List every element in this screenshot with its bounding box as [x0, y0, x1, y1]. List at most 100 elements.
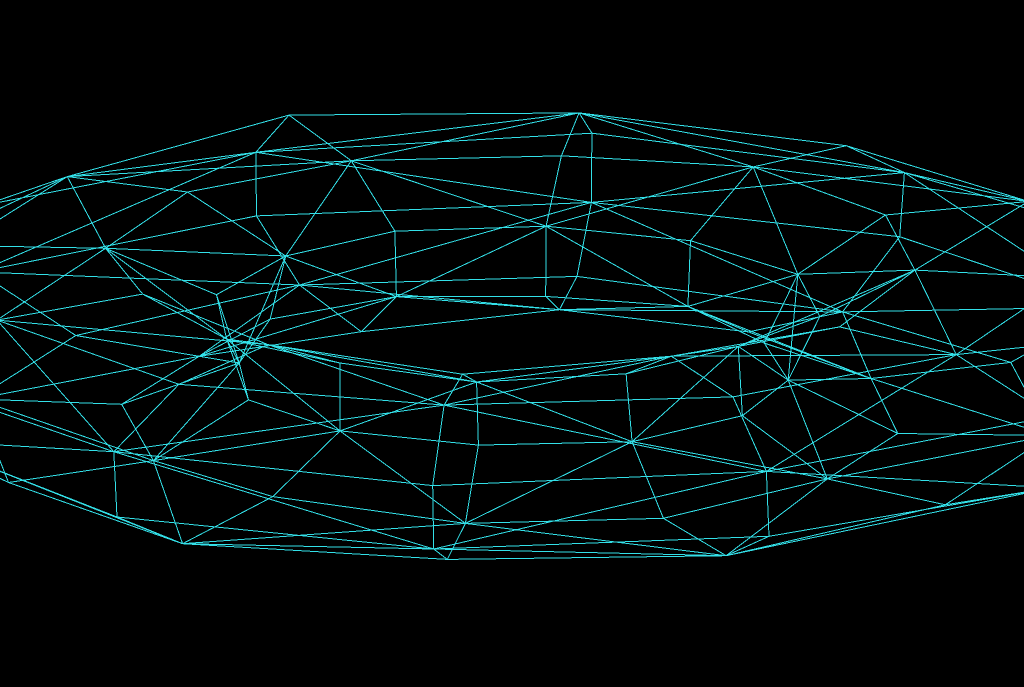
mesh-edge-diagonal — [725, 493, 1024, 557]
mesh-edge-ring — [394, 225, 547, 232]
mesh-edge-tube — [846, 145, 905, 174]
mesh-edge-ring — [339, 430, 479, 446]
mesh-edge-ring — [742, 379, 789, 417]
mesh-edge-ring — [444, 396, 734, 406]
mesh-edge-tube — [763, 274, 799, 344]
mesh-edge-ring — [0, 151, 256, 203]
mesh-edge-diagonal — [443, 355, 672, 406]
mesh-edge-diagonal — [0, 319, 269, 346]
mesh-edge-diagonal — [0, 247, 106, 319]
mesh-edge-diagonal — [788, 378, 872, 381]
mesh-edge-ring — [0, 215, 257, 269]
mesh-edge-diagonal — [753, 166, 1024, 202]
mesh-edge-tube — [576, 202, 592, 277]
mesh-edge-tube — [178, 344, 269, 385]
mesh-edge-ring — [591, 201, 900, 238]
mesh-edge-ring — [105, 247, 144, 295]
mesh-edge-tube — [67, 176, 188, 193]
mesh-edge-tube — [625, 373, 633, 442]
mesh-edge-ring — [1010, 362, 1024, 389]
mesh-edge-diagonal — [433, 470, 767, 550]
mesh-edge-tube — [687, 240, 691, 307]
mesh-edge-diagonal — [591, 201, 843, 313]
mesh-edge-tube — [267, 344, 341, 364]
mesh-edge-diagonal — [267, 344, 477, 383]
mesh-edge-tube — [738, 326, 840, 347]
mesh-edge-diagonal — [687, 273, 798, 307]
mesh-edge-ring — [67, 114, 290, 178]
mesh-edge-diagonal — [152, 460, 184, 544]
mesh-edge-ring — [545, 295, 688, 307]
mesh-edge-diagonal — [339, 381, 477, 432]
mesh-edge-tube — [764, 342, 872, 379]
mesh-edge-tube — [433, 548, 448, 560]
mesh-edge-ring — [0, 459, 9, 483]
mesh-edge-ring — [0, 470, 118, 518]
mesh-edge-ring — [631, 415, 743, 443]
mesh-edge-ring — [216, 294, 228, 340]
mesh-edge-tube — [476, 381, 479, 446]
mesh-edge-diagonal — [0, 322, 115, 453]
mesh-edge-tube — [0, 477, 9, 483]
mesh-edge-ring — [361, 309, 560, 333]
mesh-edge-ring — [870, 378, 899, 434]
mesh-edge-ring — [0, 320, 180, 385]
mesh-edge-tube — [0, 176, 68, 201]
mesh-edge-diagonal — [0, 406, 154, 462]
mesh-edge-ring — [270, 296, 397, 320]
mesh-edge-ring — [216, 255, 286, 296]
mesh-edge-diagonal — [787, 379, 828, 480]
mesh-edge-ring — [846, 145, 1024, 201]
mesh-edge-diagonal — [752, 166, 799, 275]
mesh-edge-diagonal — [671, 345, 739, 357]
mesh-edge-tube — [945, 491, 1024, 506]
mesh-edge-tube — [631, 441, 664, 519]
mesh-edge-diagonal — [914, 203, 1024, 271]
mesh-edge-ring — [432, 470, 767, 487]
mesh-edge-diagonal — [299, 284, 560, 311]
mesh-edge-ring — [0, 335, 77, 385]
mesh-edge-diagonal — [113, 404, 445, 453]
mesh-edge-tube — [732, 396, 767, 472]
mesh-edge-tube — [690, 166, 754, 242]
mesh-edge-tube — [462, 373, 477, 383]
mesh-edge-tube — [839, 326, 957, 356]
mesh-edge-ring — [299, 275, 578, 286]
mesh-edge-tube — [871, 361, 1011, 379]
mesh-edge-ring — [288, 112, 580, 116]
mesh-edge-diagonal — [182, 522, 466, 545]
mesh-edge-diagonal — [725, 478, 828, 557]
mesh-edge-diagonal — [396, 225, 547, 298]
mesh-edge-diagonal — [199, 355, 240, 364]
mesh-edge-diagonal — [559, 305, 688, 311]
mesh-edge-ring — [187, 160, 352, 193]
mesh-edge-ring — [671, 326, 840, 357]
mesh-edge-ring — [839, 269, 916, 328]
mesh-edge-diagonal — [738, 269, 916, 347]
mesh-edge-ring — [285, 230, 396, 257]
mesh-edge-ring — [153, 460, 273, 498]
mesh-edge-diagonal — [766, 470, 1024, 487]
mesh-edge-diagonal — [545, 225, 689, 307]
mesh-edge-tube — [0, 293, 143, 321]
mesh-edge-diagonal — [0, 176, 68, 209]
mesh-edge-ring — [267, 344, 463, 375]
mesh-edge-ring — [763, 342, 789, 381]
mesh-edge-ring — [256, 201, 592, 217]
mesh-edge-tube — [0, 245, 106, 249]
mesh-edge-ring — [768, 492, 1024, 537]
mesh-edge-tube — [578, 112, 593, 134]
mesh-edge-tube — [765, 471, 770, 537]
mesh-edge-diagonal — [827, 440, 1024, 480]
mesh-edge-tube — [663, 517, 727, 557]
mesh-edge-diagonal — [591, 172, 905, 203]
mesh-edge-tube — [737, 346, 743, 416]
mesh-edge-tube — [360, 296, 397, 333]
mesh-edge-tube — [153, 399, 249, 462]
mesh-edge-diagonal — [787, 274, 799, 381]
mesh-edge-ring — [899, 236, 1024, 279]
mesh-edge-tube — [256, 215, 300, 286]
mesh-edge-ring — [738, 316, 820, 347]
mesh-edge-ring — [121, 355, 200, 405]
